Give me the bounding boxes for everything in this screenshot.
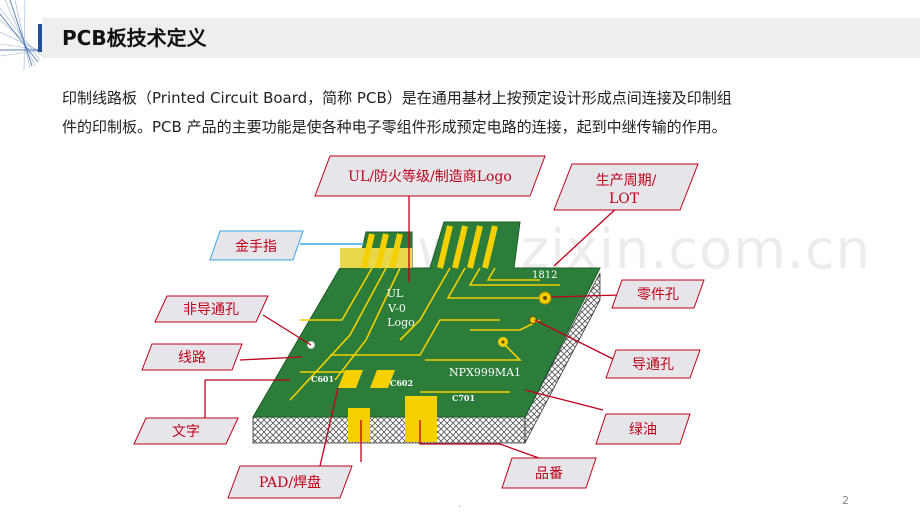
- label-text: 文字: [133, 417, 239, 445]
- label-pad-text: PAD/焊盘: [259, 474, 321, 491]
- pad-c602: [370, 370, 395, 388]
- board-text-c602: C602: [390, 378, 413, 388]
- board-text-npx: NPX999MA1: [449, 366, 521, 379]
- board-text-c701: C701: [452, 393, 475, 403]
- label-component-hole-text: 零件孔: [637, 287, 679, 303]
- gold-finger-area: [340, 225, 498, 269]
- label-pad: PAD/焊盘: [227, 465, 353, 499]
- label-non-plated-hole-text: 非导通孔: [183, 302, 239, 318]
- page-number: 2: [842, 494, 849, 507]
- label-trace: 线路: [141, 343, 243, 371]
- board-text-ul: UL: [387, 287, 404, 300]
- board-text-c601: C601: [311, 374, 334, 384]
- label-via: 导通孔: [605, 349, 701, 379]
- label-ul-logo-text: UL/防火等级/制造商Logo: [348, 168, 512, 185]
- label-part-number: 品番: [501, 457, 597, 489]
- leader-lines: [204, 196, 621, 467]
- pad-c601: [338, 370, 363, 388]
- corner-decoration: [0, 0, 59, 70]
- paragraph-line-1: 印制线路板（Printed Circuit Board，简称 PCB）是在通用基…: [62, 89, 732, 107]
- board-front-edge: [252, 416, 526, 444]
- label-gold-finger: 金手指: [209, 230, 304, 261]
- board-text-v0: V-0: [387, 302, 406, 315]
- label-date-lot: 生产周期/ LOT: [553, 163, 699, 211]
- label-date-lot-line2: LOT: [609, 191, 640, 207]
- paragraph-line-2: 件的印制板。PCB 产品的主要功能是使各种电子零组件形成预定电路的连接，起到中继…: [62, 118, 727, 136]
- definition-paragraph: 印制线路板（Printed Circuit Board，简称 PCB）是在通用基…: [62, 84, 822, 142]
- label-gold-finger-text: 金手指: [235, 239, 277, 255]
- board-side-edge: [524, 272, 601, 444]
- label-text-text: 文字: [172, 424, 200, 440]
- label-date-lot-line1: 生产周期/: [596, 173, 657, 189]
- label-part-number-text: 品番: [535, 466, 563, 482]
- pad-lower-right: [405, 396, 437, 442]
- slide-title: PCB板技术定义: [62, 26, 207, 50]
- label-component-hole: 零件孔: [611, 279, 705, 309]
- pad-lower-left: [348, 408, 370, 442]
- title-bar: [42, 18, 920, 58]
- title-accent: [38, 24, 42, 52]
- label-trace-text: 线路: [178, 350, 206, 366]
- board-text-logo: Logo: [387, 316, 415, 329]
- label-non-plated-hole: 非导通孔: [154, 295, 269, 323]
- board-text-1812: 1812: [532, 270, 557, 281]
- via-hole: [529, 316, 537, 324]
- pads: [338, 370, 437, 442]
- label-ul-logo: UL/防火等级/制造商Logo: [314, 155, 546, 197]
- footer-dot: .: [458, 499, 462, 510]
- label-solder-mask: 绿油: [595, 413, 691, 445]
- label-via-text: 导通孔: [632, 357, 674, 373]
- label-solder-mask-text: 绿油: [629, 422, 657, 438]
